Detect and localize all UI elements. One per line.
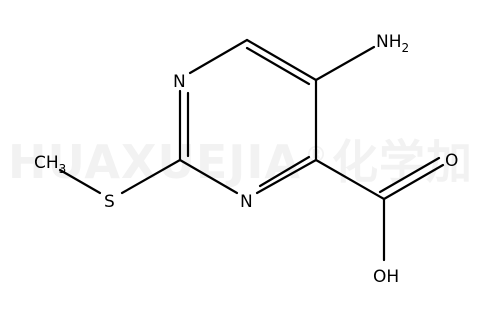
watermark-latin: HUAXUEJIA [8,135,301,189]
atom-oh: OH [373,267,399,287]
atom-n1: N [173,72,186,92]
bond-n3-c4 [255,158,318,195]
bond-c6-n1 [188,38,249,75]
atom-ch3: CH3 [34,153,66,176]
atom-o-double: O [445,151,458,171]
ch3-label: CH [34,153,59,173]
atom-n3: N [240,192,253,212]
bond-c6-c5-inner [245,46,311,86]
bond-c2-n3 [178,158,239,195]
atom-nh2: NH2 [376,32,409,55]
nh2-label: NH [376,32,402,52]
bond-c4-cooh [314,158,386,201]
bond-c-o-double-1 [382,163,445,201]
bond-c-o-double-2 [378,156,441,194]
bond-c5-nh2 [314,45,376,82]
bond-s-ch3 [58,168,102,195]
nh2-subscript: 2 [402,41,410,55]
ch3-subscript: 3 [59,162,67,176]
bond-c2-s [120,158,182,195]
atom-s: S [104,192,115,212]
bond-c6-c5 [245,38,318,82]
bond-n3-c4-inner [258,155,311,188]
